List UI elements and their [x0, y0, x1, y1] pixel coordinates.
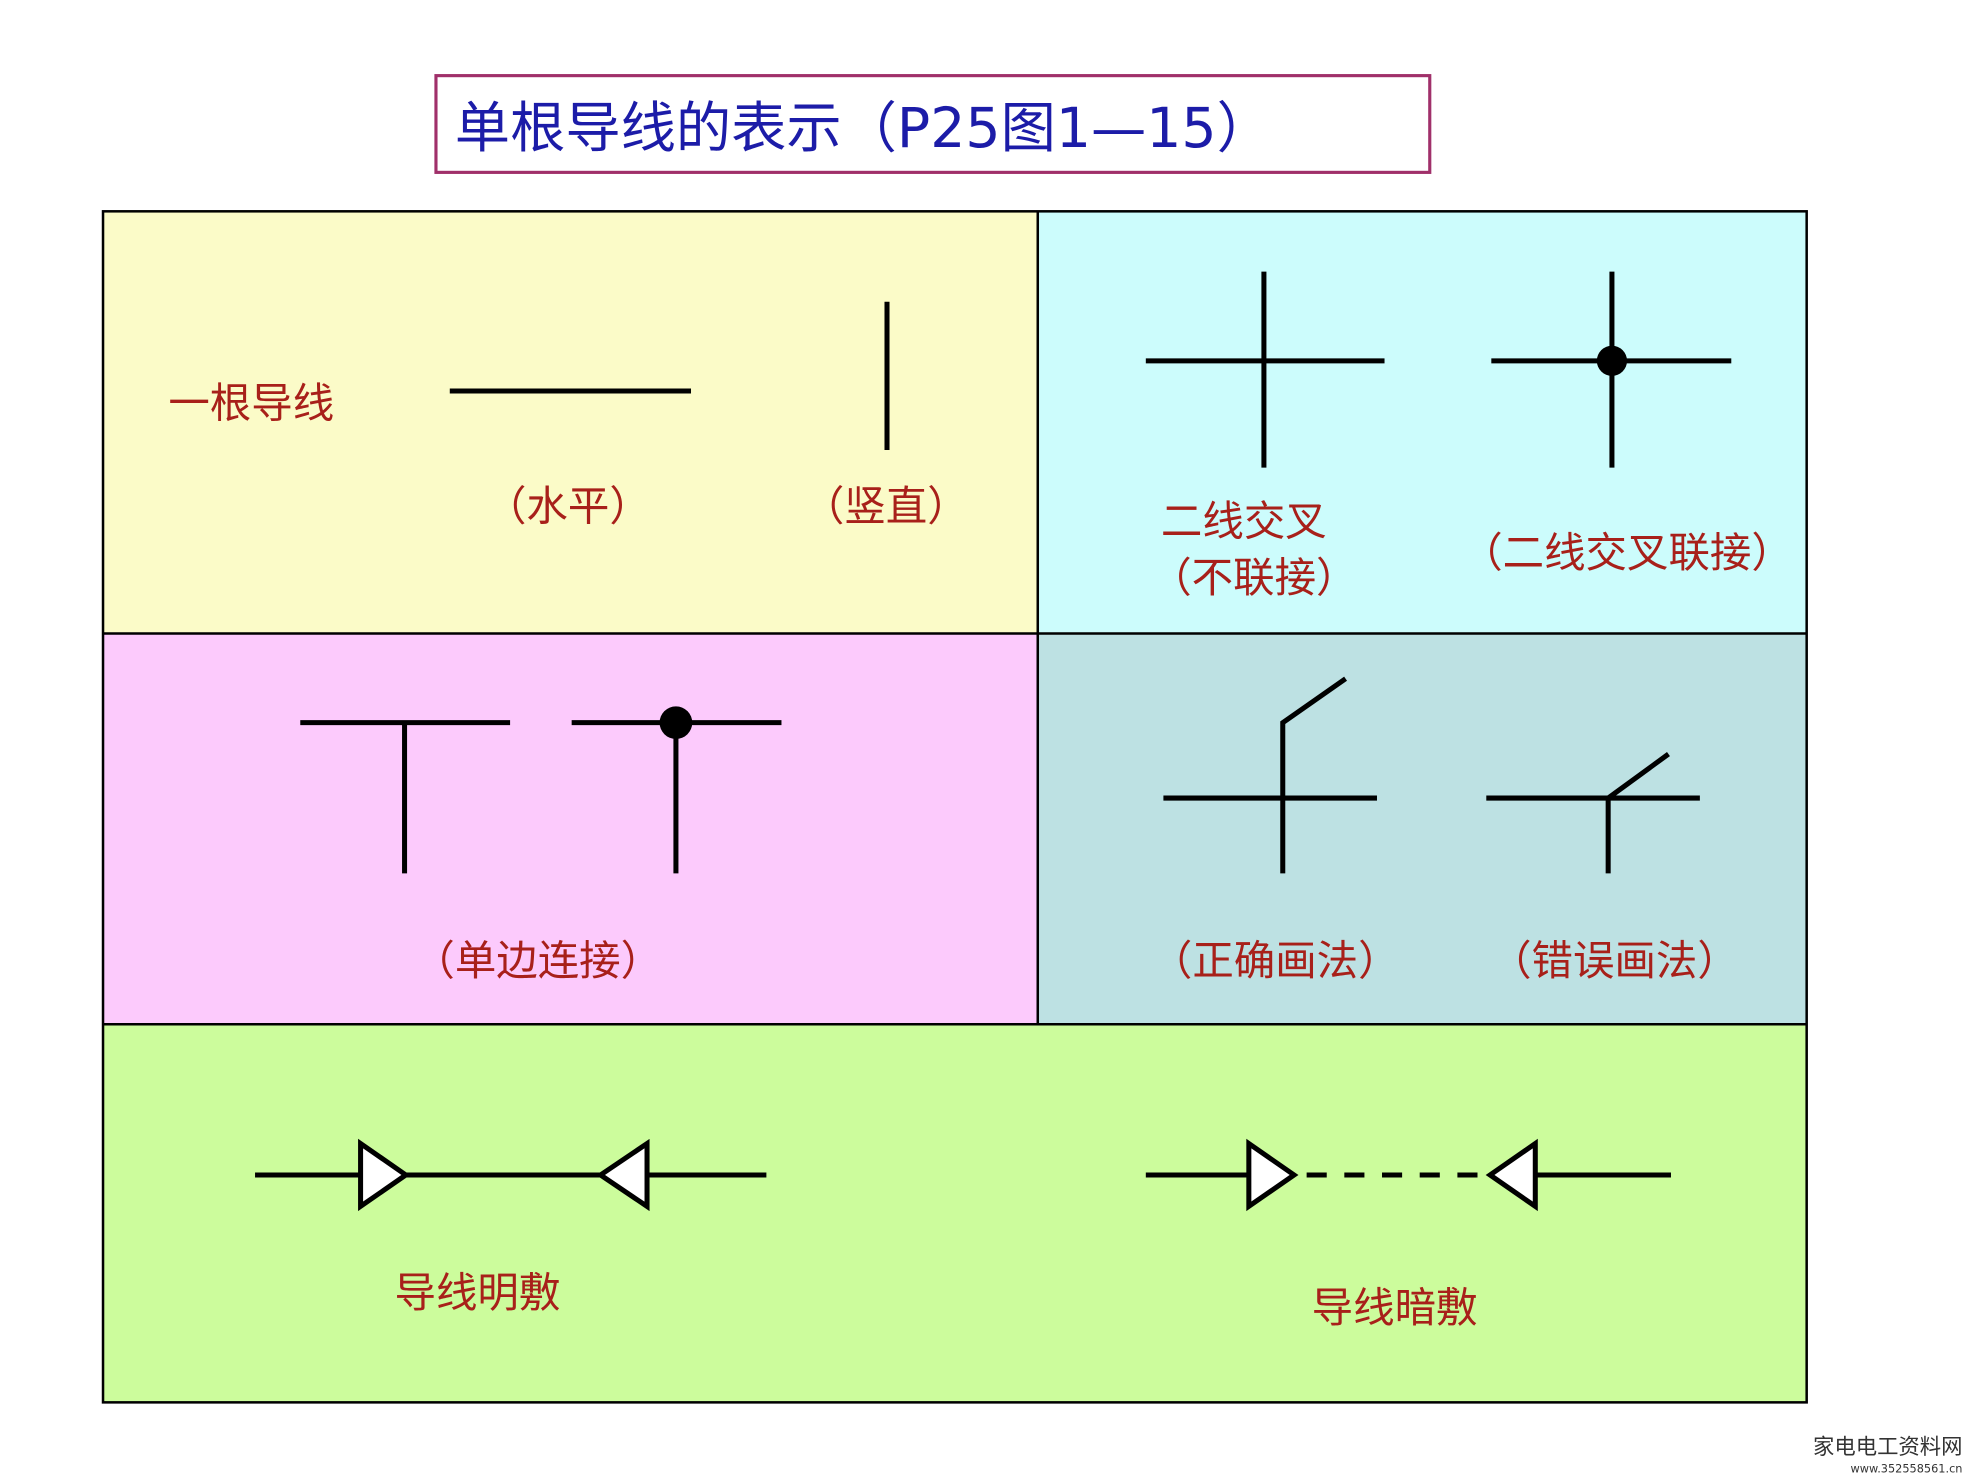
panel-borders — [101, 210, 1808, 1404]
tee-dot-symbol — [571, 706, 782, 874]
single-wire-label: 一根导线 — [168, 379, 334, 427]
tee-symbol — [300, 720, 511, 874]
watermark-url: www.352558561.cn — [1851, 1463, 1963, 1476]
wrong-drawing-symbol — [1486, 752, 1700, 874]
correct-drawing-label: （正确画法） — [1151, 937, 1400, 985]
cross-connected-symbol — [1491, 271, 1732, 468]
vertical-label: （竖直） — [803, 482, 969, 530]
exposed-wiring-symbol — [255, 1138, 767, 1212]
panel-laying — [103, 1024, 1807, 1403]
panel-single-wire — [103, 211, 1038, 634]
cross-not-connected-symbol — [1145, 271, 1385, 468]
cross-not-connected-label-2: （不联接） — [1150, 554, 1357, 602]
cross-connected-label: （二线交叉联接） — [1461, 529, 1793, 577]
horizontal-label: （水平） — [485, 482, 651, 530]
watermark-name: 家电电工资料网 — [1813, 1435, 1962, 1460]
concealed-wiring-label: 导线暗敷 — [1312, 1284, 1478, 1332]
page-title: 单根导线的表示（P25图1—15） — [455, 97, 1272, 161]
cross-not-connected-label-1: 二线交叉 — [1161, 497, 1327, 545]
panel-crossing — [1037, 211, 1807, 634]
exposed-wiring-label: 导线明敷 — [395, 1269, 561, 1317]
tee-label: （单边连接） — [413, 937, 662, 985]
correct-drawing-symbol — [1163, 676, 1377, 874]
panel-drawing — [1037, 633, 1807, 1025]
wrong-drawing-label: （错误画法） — [1490, 937, 1739, 985]
title-box — [434, 74, 1432, 174]
concealed-wiring-symbol — [1145, 1138, 1671, 1212]
panel-tee — [103, 633, 1038, 1025]
